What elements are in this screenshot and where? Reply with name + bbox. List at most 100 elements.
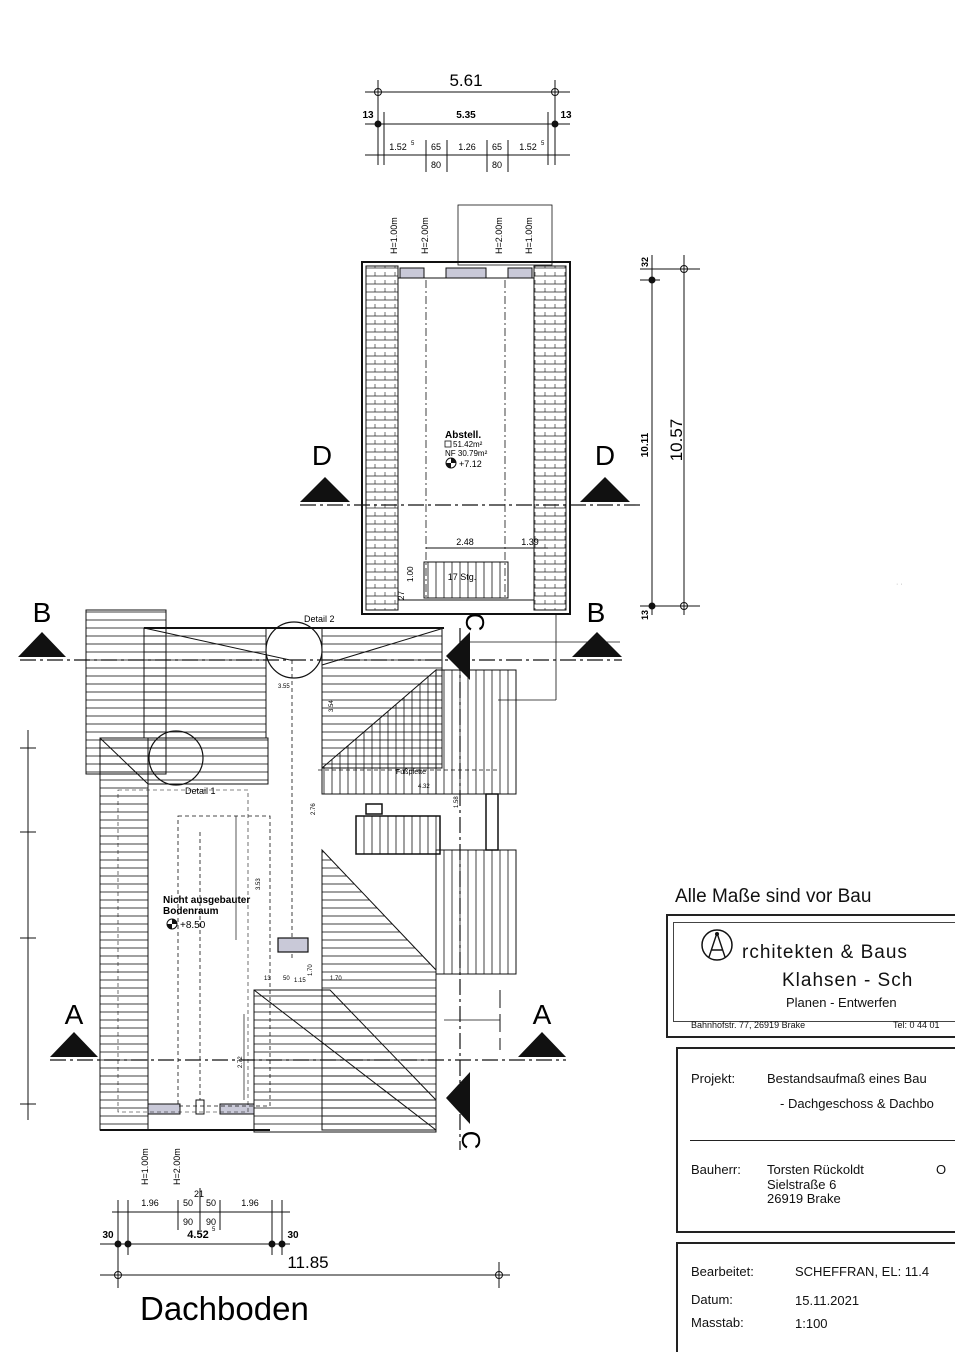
- section-b-right: B: [587, 597, 606, 628]
- section-line-c: [446, 628, 470, 1150]
- dim-wall-right: 13: [560, 110, 572, 121]
- masstab-label: Masstab:: [691, 1315, 744, 1330]
- dim-inner-right: 10.11: [640, 432, 651, 457]
- section-a-left: A: [65, 999, 84, 1030]
- projekt-line-1: Bestandsaufmaß eines Bau: [767, 1071, 927, 1086]
- bottom-dim-10: 30: [287, 1230, 299, 1241]
- left-edge-dims: [20, 730, 36, 1120]
- section-d-right: D: [595, 440, 615, 471]
- datum-label: Datum:: [691, 1292, 733, 1307]
- window-label-4: H=1.00m: [524, 217, 534, 254]
- top-dimension-chain: [365, 80, 570, 172]
- bottom-dimension-chain: [100, 1188, 510, 1288]
- stairs-label: 17 Stg.: [448, 572, 477, 582]
- detail-2-label: Detail 2: [304, 614, 335, 624]
- upper-room: [361, 204, 571, 615]
- bearbeitet-label: Bearbeitet:: [691, 1264, 754, 1279]
- dim-wall-left: 13: [362, 110, 374, 121]
- section-c-top: C: [460, 613, 490, 632]
- dim-seg-7: 80: [492, 160, 502, 170]
- room-lower-name-2: Bodenraum: [163, 906, 219, 917]
- room-lower-name-1: Nicht ausgebauter: [163, 895, 250, 906]
- office-name-1: rchitekten & Baus: [742, 942, 908, 963]
- room-upper-area: 51.42m²: [453, 440, 483, 449]
- office-box: [666, 914, 955, 1038]
- lower-dim-12: 1.15: [294, 978, 306, 984]
- room-upper-nf: NF 30.79m²: [445, 449, 488, 458]
- right-dimension-chain: [640, 255, 700, 615]
- meta-box: [676, 1242, 955, 1352]
- office-phone: Tel: 0 44 01: [893, 1020, 940, 1030]
- bauherr-extra: O: [936, 1162, 947, 1177]
- dim-seg-1-sup: 5: [411, 141, 415, 147]
- bottom-dim-8: 30: [102, 1230, 114, 1241]
- window-label-2: H=2.00m: [420, 217, 430, 254]
- dim-seg-2: 65: [431, 142, 441, 152]
- window-label-bottom-1: H=1.00m: [140, 1148, 150, 1185]
- section-line-a: [50, 1032, 566, 1061]
- upper-dim-h2: 27: [397, 591, 406, 600]
- lower-dim-8: 1.70: [330, 976, 342, 982]
- fusspfette-label: Fußpfette: [396, 769, 426, 776]
- detail-1-label: Detail 1: [185, 786, 216, 796]
- bottom-dim-3: 1.96: [241, 1198, 259, 1208]
- lower-roof-plan: [85, 609, 620, 1133]
- level-marker-icon: [445, 457, 457, 469]
- window-label-3: H=2.00m: [494, 217, 504, 254]
- office-box-inner: [673, 922, 955, 1022]
- upper-dim-h1: 1.00: [406, 566, 415, 582]
- architect-compass-logo-icon: [701, 929, 733, 961]
- office-name-2: Klahsen - Sch: [782, 970, 914, 991]
- lower-dim-3: 2.76: [311, 803, 317, 815]
- dim-bottom-right: 13: [640, 610, 650, 620]
- lower-dim-4: 3.53: [256, 878, 262, 890]
- dim-seg-6: 80: [431, 160, 441, 170]
- dim-seg-1: 1.52: [389, 142, 407, 152]
- projekt-label: Projekt:: [691, 1071, 736, 1086]
- bottom-dim-9: 4.52: [187, 1229, 208, 1241]
- level-marker-icon-lower: [166, 918, 178, 930]
- lower-dim-9: 2.72: [238, 1056, 244, 1068]
- projekt-line-2: - Dachgeschoss & Dachbo: [780, 1096, 934, 1111]
- drawing-title: Dachboden: [140, 1290, 309, 1327]
- dim-overall-top: 5.61: [449, 71, 482, 90]
- dim-top-right: 32: [640, 257, 650, 267]
- section-d-left: D: [312, 440, 332, 471]
- bottom-dim-9-sup: 5: [212, 1227, 216, 1233]
- lower-dim-5: 1.58: [454, 796, 460, 808]
- section-line-d: [300, 477, 640, 506]
- bottom-dim-6: 90: [183, 1217, 193, 1227]
- section-b-left: B: [33, 597, 52, 628]
- dim-seg-5: 1.52: [519, 142, 537, 152]
- bauherr-name: Torsten Rückoldt: [767, 1162, 864, 1177]
- lower-dim-2: 3.54: [329, 700, 335, 712]
- bottom-dim-2: 21: [194, 1189, 204, 1199]
- datum-value: 15.11.2021: [795, 1293, 860, 1308]
- dim-inner-top: 5.35: [456, 110, 476, 121]
- section-a-right: A: [533, 999, 552, 1030]
- section-c-bottom: C: [456, 1131, 486, 1150]
- dim-seg-4: 65: [492, 142, 502, 152]
- office-name-3: Planen - Entwerfen: [786, 995, 897, 1010]
- dim-seg-3: 1.26: [458, 142, 476, 152]
- room-upper-name: Abstell.: [445, 430, 481, 441]
- bottom-dim-7: 90: [206, 1217, 216, 1227]
- bauherr-street: Sielstraße 6: [767, 1177, 837, 1192]
- dim-overall-right: 10.57: [667, 419, 686, 462]
- lower-dim-11: 50: [283, 976, 290, 982]
- upper-dim-b: 1.39: [521, 537, 539, 547]
- bauherr-label: Bauherr:: [691, 1162, 741, 1177]
- bottom-dim-1: 1.96: [141, 1198, 159, 1208]
- bottom-dim-5: 50: [206, 1198, 216, 1208]
- bauherr-city: 26919 Brake: [767, 1191, 841, 1206]
- dim-seg-5-sup: 5: [541, 141, 545, 147]
- section-line-b: [18, 632, 622, 661]
- scan-speck: · ·: [896, 581, 903, 588]
- project-divider: [690, 1140, 955, 1141]
- window-label-bottom-2: H=2.00m: [172, 1148, 182, 1185]
- notice-text: Alle Maße sind vor Bau: [675, 886, 872, 907]
- lower-dim-6: 4.32: [418, 784, 430, 790]
- room-lower-level: +8.50: [180, 920, 206, 931]
- upper-dim-a: 2.48: [456, 537, 474, 547]
